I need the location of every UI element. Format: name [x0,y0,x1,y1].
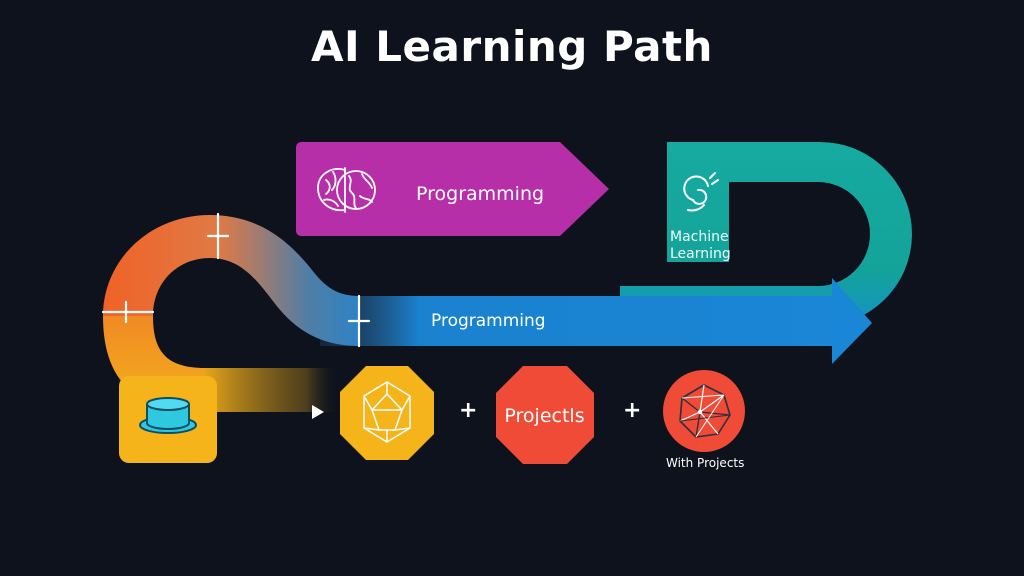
plus-connector: + [623,398,642,423]
with-projects-label: With Projects [666,456,745,470]
programming-band-label: Programming [431,311,546,331]
programming-step-label: Programming [416,183,545,205]
spiral-icon [683,172,719,212]
projects-step-badge [496,366,594,464]
with-projects-badge [663,370,745,452]
page-title: AI Learning Path [311,22,713,71]
sparkle-icon [347,294,371,348]
projects-step-label: Projectls [504,405,585,427]
play-arrow-icon [312,405,324,419]
yellow-fade-strip [205,368,340,412]
blue-path-band [320,278,872,364]
curved-path-band [103,215,360,346]
polyhedron-icon [363,381,411,443]
network-sphere-icon [679,384,731,438]
sparkle-icon [206,212,230,260]
programming-step-arrow [296,142,609,236]
sparkle-icon [101,300,155,324]
mesh-step-badge [340,366,434,460]
plus-connector: + [459,398,478,423]
stacked-disc-icon [139,397,197,434]
brain-globe-icon [317,167,376,213]
teal-loop-track [620,142,912,326]
machine-learning-label: Machine Learning [670,229,731,262]
